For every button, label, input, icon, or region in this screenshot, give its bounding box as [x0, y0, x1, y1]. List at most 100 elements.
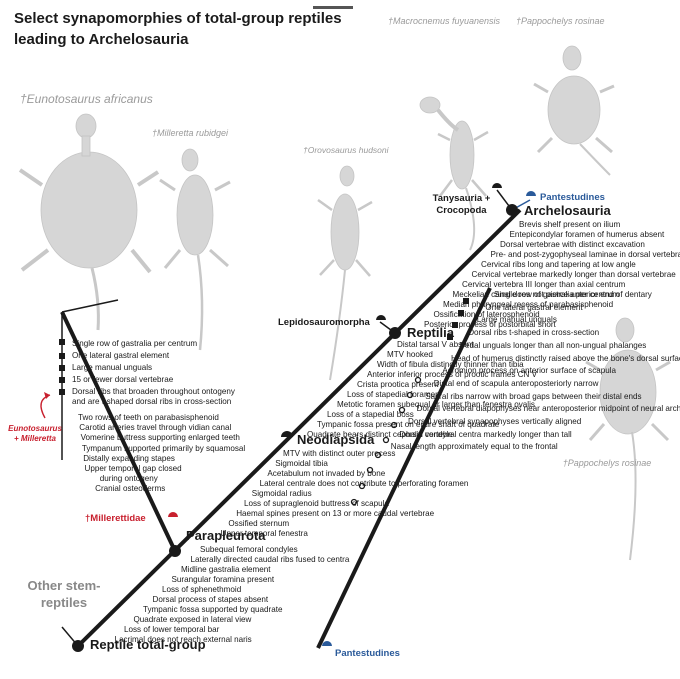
millerettidae-character: Carotid arteries travel through vidian c… — [79, 423, 232, 433]
reptile-character: Lacrimal does not reach external naris — [114, 635, 252, 644]
skeleton-pappochelys-right — [585, 317, 671, 561]
node-reptile — [72, 640, 84, 652]
parapleurota-character: Ossified sternum — [228, 519, 290, 528]
reptile-character: Loss of lower temporal bar — [124, 625, 220, 634]
marker-neodiapsida — [281, 431, 293, 437]
taxon-pappochelys-right: †Pappochelys rosinae — [562, 458, 652, 468]
eunotosaurus-character: Large manual unguals — [72, 363, 153, 372]
reptile-character: Quadrate exposed in lateral view — [133, 615, 252, 624]
parapleurota-character: Sigmoidal tibia — [275, 459, 328, 468]
pantestudines-character: Large manual unguals — [476, 315, 557, 325]
label-pantestudines-top: Pantestudines — [540, 192, 605, 203]
millerettidae-character: Cranial osteoderms — [95, 484, 166, 494]
millerettidae-character: Two rows of teeth on parabasisphenoid — [78, 413, 219, 422]
reptilia-character: Brevis shelf present on ilium — [519, 220, 621, 229]
reptile-character: Loss of sphenethmoid — [162, 585, 242, 594]
pantestudines-character: Pedal unguals longer than all non-ungual… — [459, 340, 647, 350]
pantestudines-character: Dorsal vertebral diapophyses near antero… — [416, 404, 680, 414]
millerettidae-character: Distally expanding stapes — [83, 453, 175, 463]
eunotosaurus-character: Dorsal ribs that broaden throughout onto… — [72, 387, 235, 396]
pantestudines-character: Sacral ribs narrow with broad gaps betwe… — [425, 391, 642, 401]
marker-pantestudines-top — [526, 191, 536, 196]
taxon-milleretta: †Milleretta rubidgei — [152, 128, 229, 138]
pantestudines-character: Dorsal vertebral synapophyses vertically… — [408, 417, 582, 426]
parapleurota-character: Haemal spines present on 13 or more caud… — [236, 509, 435, 518]
label-lepidosauromorpha: Lepidosauromorpha — [278, 317, 370, 328]
label-eunoto-milleretta: Eunotosaurus + Milleretta — [8, 424, 62, 443]
pantestudines-character: Single row of gastralia per centrum — [494, 290, 620, 299]
red-arrow — [40, 394, 51, 419]
reptile-character: Tympanic fossa supported by quadrate — [143, 605, 283, 614]
reptilia-character: Dorsal vertebrae with distinct excavatio… — [500, 240, 645, 249]
node-parapleurota — [169, 545, 181, 557]
label-millerettidae: †Millerettidae — [85, 513, 146, 524]
neodiapsida-character: Crista prootica present — [357, 380, 439, 389]
marker-pantestudines-bottom — [322, 641, 332, 646]
node-label-parapleurota: Parapleurota — [186, 528, 266, 543]
eunotosaurus-character: Single row of gastralia per centrum — [72, 339, 198, 348]
eunotosaurus-character: 15 or fewer dorsal vertebrae — [72, 375, 174, 384]
eunotosaurus-character: and are t-shaped dorsal ribs in cross-se… — [72, 397, 232, 406]
node-label-neodiapsida: Neodiapsida — [297, 432, 375, 447]
pantestudines-branch — [316, 287, 492, 649]
neodiapsida-character: Width of fibula distinctly thinner than … — [377, 360, 524, 369]
neodiapsida-character: MTV hooked — [387, 350, 433, 359]
label-tanysauria: Tanysauria + Crocopoda — [432, 193, 491, 216]
reptile-character: Subequal femoral condyles — [200, 545, 298, 554]
neodiapsida-character: Quadrate bears distinct cephalic condyle — [307, 430, 453, 439]
reptile-character: Dorsal process of stapes absent — [152, 595, 269, 604]
millerettidae-character: Vomerine buttress supporting enlarged te… — [80, 433, 240, 443]
marker-millerettidae — [168, 512, 178, 517]
parapleurota-character: MTV with distinct outer process — [283, 449, 396, 458]
pantestudines-character: One lateral gastral element — [485, 302, 583, 312]
reptilia-character: Pre- and post-zygophyseal laminae in dor… — [490, 250, 680, 259]
neodiapsida-character: Metotic foramen subequal or larger than … — [337, 400, 535, 409]
node-reptilia — [389, 327, 401, 339]
skeleton-milleretta — [159, 148, 231, 351]
parapleurota-character: Lateral centrale does not contribute to … — [259, 479, 469, 488]
label-other-stem: Other stem-reptiles — [27, 578, 101, 610]
node-label-archelosauria: Archelosauria — [524, 203, 611, 218]
marker-tanysauria — [492, 183, 502, 188]
reptilia-character: Cervical vertebrae markedly longer than … — [471, 270, 676, 279]
parapleurota-character: Upper temporal fenestra — [220, 529, 308, 538]
figure-title: Select synapomorphies of total-group rep… — [14, 10, 342, 48]
reptilia-character: Meckelian canal does not pierce anterior… — [452, 290, 652, 299]
node-archelosauria — [506, 204, 518, 216]
marker-lepidosauromorpha — [376, 315, 386, 320]
pantestudines-character: Acromion process on anterior surface of … — [442, 366, 617, 376]
skeleton-eunotosaurus — [18, 113, 160, 331]
skeleton-orovosaurus — [317, 165, 373, 381]
neodiapsida-character: Loss of stapedial foramen — [347, 390, 440, 399]
taxon-orovosaurus: †Orovosaurus hudsoni — [303, 145, 389, 155]
pantestudines-character: Nasal length approximately equal to the … — [390, 442, 558, 452]
eunoto-tip — [61, 299, 119, 313]
pantestudines-character: Dorsal ribs t-shaped in cross-section — [468, 328, 600, 338]
pantestudines-character: Dorsal vertebral centra markedly longer … — [399, 429, 572, 439]
taxon-pappochelys-top: †Pappochelys rosinae — [516, 16, 605, 26]
skeleton-pappochelys-top — [533, 45, 615, 176]
title-overline — [313, 6, 353, 9]
eunotosaurus-character: One lateral gastral element — [72, 351, 170, 360]
reptilia-character: Ossification of laterosphenoid — [433, 310, 540, 319]
pantestudines-character: Head of humerus distinctly raised above … — [451, 353, 680, 363]
reptilia-character: Posterior process of postorbital short — [424, 320, 556, 329]
eunoto-branch — [60, 311, 177, 552]
node-label-reptile: Reptile total-group — [90, 637, 206, 652]
neodiapsida-character: Loss of a stapedial boss — [327, 410, 414, 419]
parapleurota-character: Sigmoidal radius — [251, 489, 312, 498]
reptilia-character: Cervical vertebra III longer than axial … — [462, 280, 626, 289]
parapleurota-character: Acetabulum not invaded by bone — [267, 469, 386, 478]
reptile-character: Surangular foramina present — [171, 575, 275, 584]
node-label-reptilia: Reptilia — [407, 325, 454, 340]
millerettidae-character: during ontogeny — [99, 474, 158, 484]
neodiapsida-character: Distal tarsal V absent — [397, 340, 474, 349]
character-circles — [350, 376, 422, 506]
taxon-eunotosaurus: †Eunotosaurus africanus — [20, 92, 153, 106]
reptilia-character: Entepicondylar foramen of humerus absent — [509, 230, 665, 239]
millerettidae-character: Upper temporal gap closed — [84, 464, 182, 473]
reptile-character: Midline gastralia element — [181, 565, 271, 574]
main-branch — [76, 208, 522, 648]
character-squares — [59, 298, 469, 395]
